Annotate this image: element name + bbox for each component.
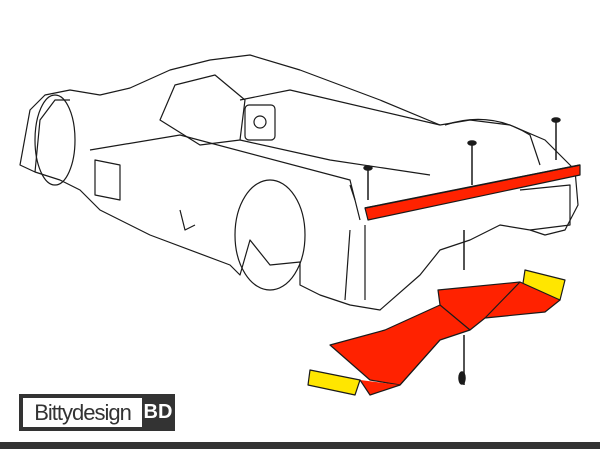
spoiler-part [307, 269, 566, 396]
bittydesign-logo: Bittydesign BD [19, 394, 175, 431]
bottom-bar [0, 442, 600, 449]
screws [363, 117, 561, 385]
rear-wing-blade [364, 164, 581, 221]
logo-mark-icon: BD [143, 401, 173, 423]
car-body-line-art [19, 54, 579, 311]
logo-wordmark: Bittydesign [23, 398, 142, 427]
